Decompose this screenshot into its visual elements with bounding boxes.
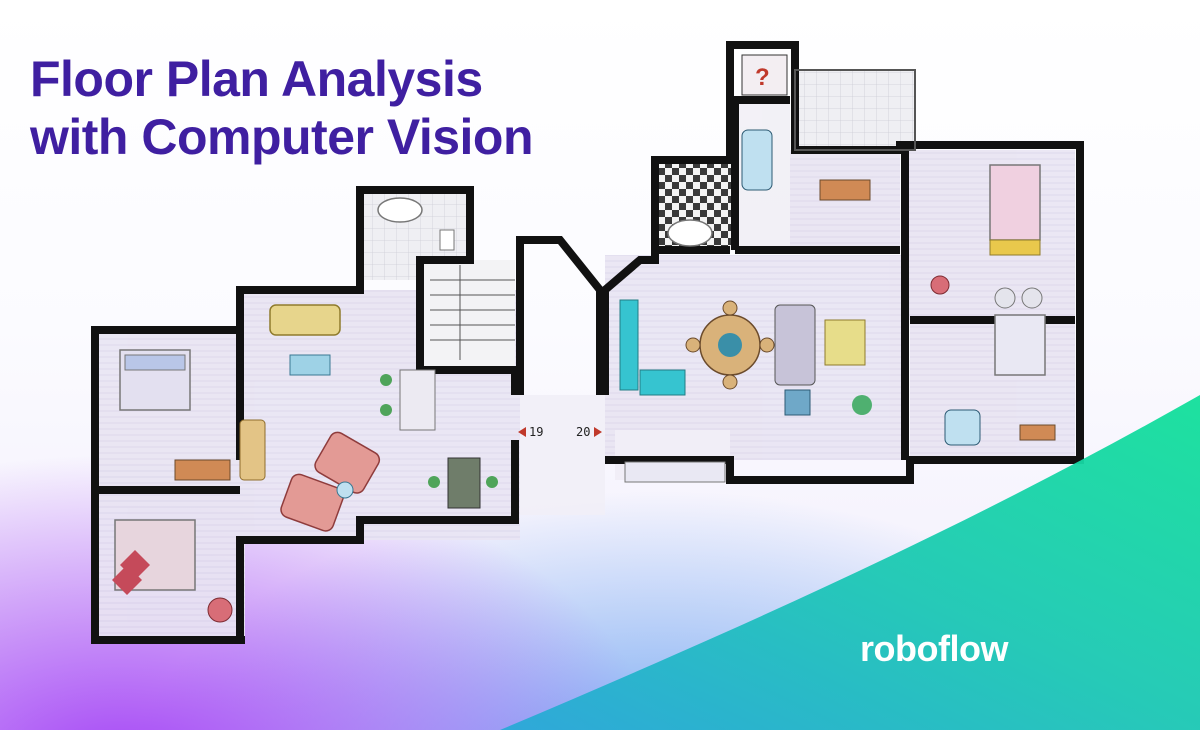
door-numbers: 19 20: [518, 425, 602, 439]
title-line-2: with Computer Vision: [30, 109, 534, 165]
staircase: [430, 265, 515, 360]
balcony-outline: [794, 69, 916, 151]
roboflow-logo: roboflow: [860, 628, 1008, 669]
closet-question-mark: ?: [755, 64, 770, 91]
closet: [741, 54, 788, 96]
door-number-right: 20: [576, 425, 590, 439]
title-line-1: Floor Plan Analysis: [30, 51, 483, 107]
left-furniture: [112, 197, 498, 623]
page-title: Floor Plan Analysis with Computer Vision: [30, 50, 534, 166]
door-number-left: 19: [529, 425, 543, 439]
hallway: [520, 395, 605, 515]
right-furniture: [619, 129, 1056, 483]
